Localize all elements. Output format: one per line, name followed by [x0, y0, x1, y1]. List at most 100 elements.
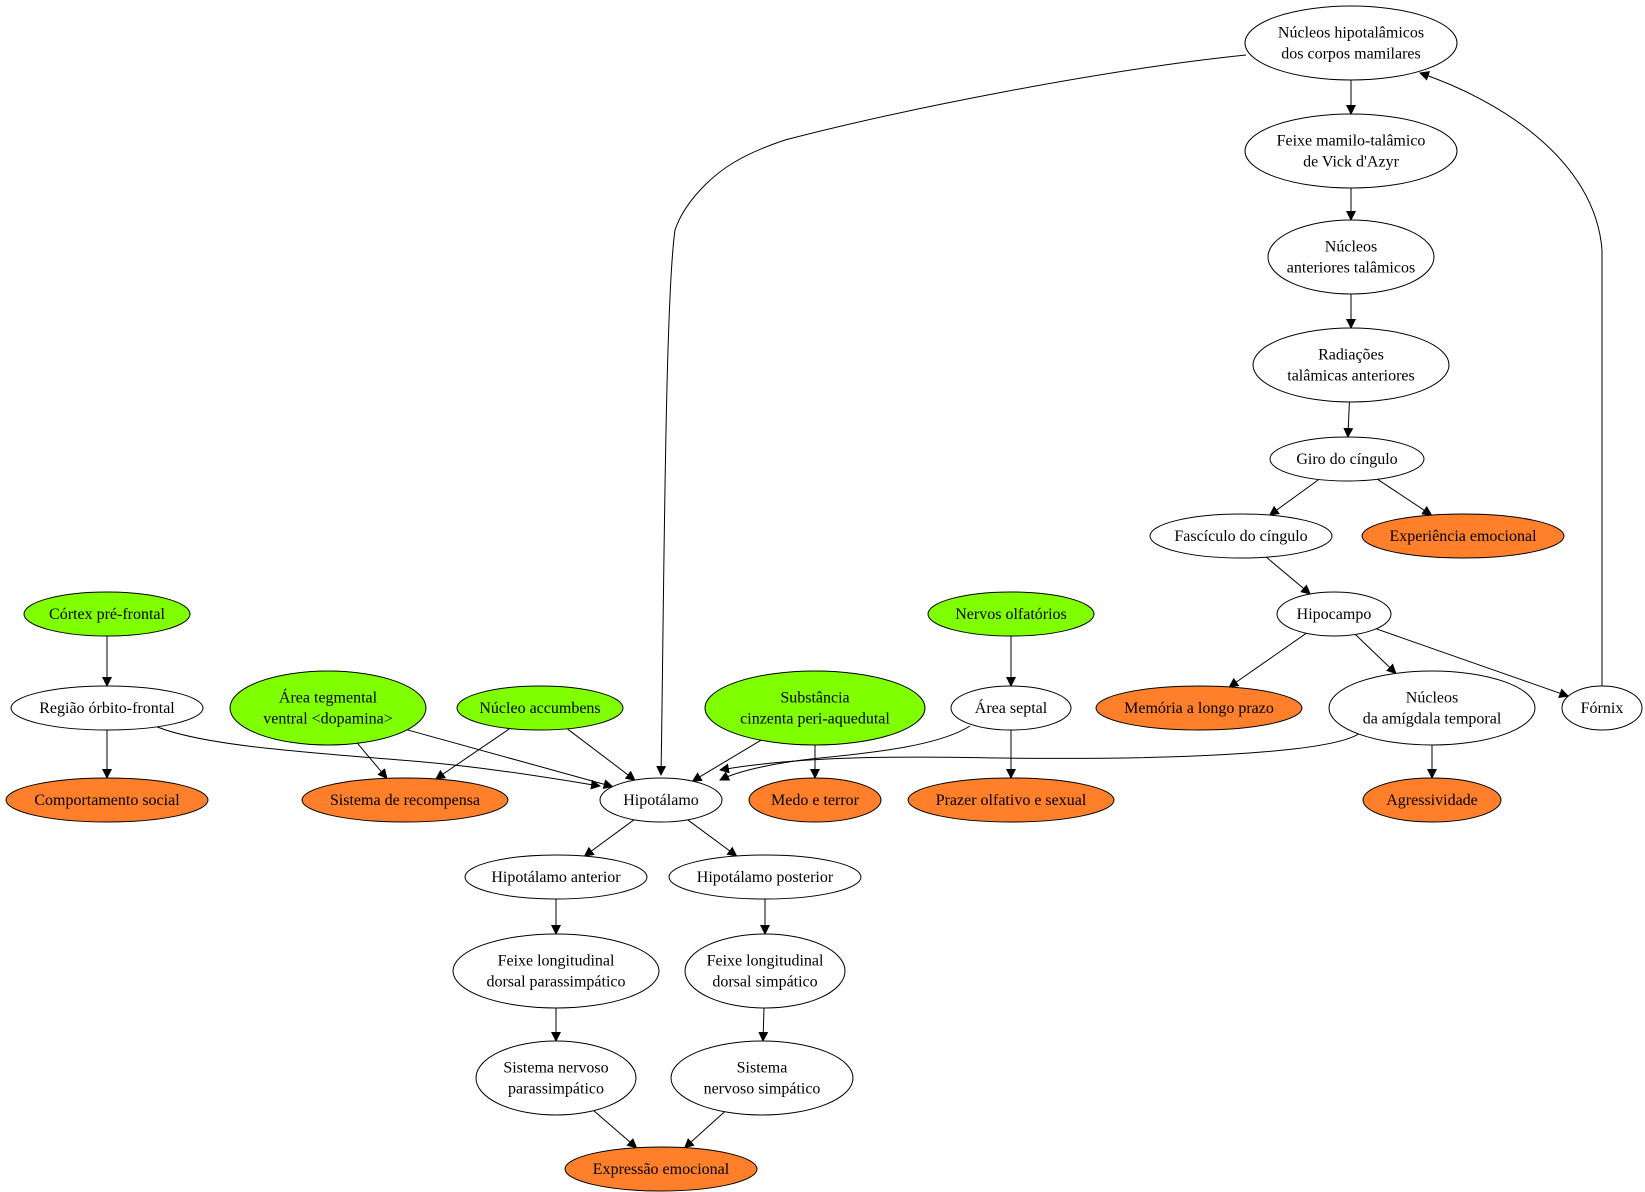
node-orbito: Região órbito-frontal — [10, 685, 204, 731]
node-hipotalamo: Hipotálamo — [599, 777, 723, 823]
edges-layer — [102, 54, 1603, 1149]
node-tegmental: Área tegmental ventral <dopamina> — [229, 670, 427, 746]
edge-orbito-to-hipotalamo — [154, 725, 601, 790]
node-ellipse — [475, 1040, 637, 1116]
node-label: Núcleos — [1406, 690, 1458, 707]
node-ellipse — [1362, 777, 1502, 823]
node-ellipse — [1328, 670, 1536, 746]
node-label: Hipotálamo — [623, 792, 699, 809]
edge-accumbens-to-hipotalamo — [566, 728, 636, 781]
node-label: Sistema de recompensa — [330, 792, 480, 809]
node-label: Giro do cíngulo — [1296, 451, 1397, 468]
node-ellipse — [1269, 436, 1425, 482]
node-label: Memória a longo prazo — [1124, 700, 1274, 717]
node-ellipse — [670, 1040, 854, 1116]
node-fasciculo: Fascículo do cíngulo — [1149, 513, 1333, 559]
node-label: parassimpático — [508, 1081, 604, 1098]
node-label: talâmicas anteriores — [1287, 368, 1415, 385]
node-label: Comportamento social — [34, 792, 180, 809]
node-ellipse — [301, 777, 509, 823]
node-ellipse — [564, 1146, 758, 1192]
node-septal: Área septal — [950, 685, 1072, 731]
node-prazer: Prazer olfativo e sexual — [907, 777, 1115, 823]
edge-fasciculo-to-hipocampo — [1265, 556, 1311, 595]
edge-hipocampo-to-amigdala — [1354, 634, 1397, 675]
node-recompensa: Sistema de recompensa — [301, 777, 509, 823]
node-olfatorios: Nervos olfatórios — [927, 591, 1095, 637]
node-hipocampo: Hipocampo — [1276, 591, 1392, 637]
node-radiacoes: Radiações talâmicas anteriores — [1252, 327, 1450, 403]
node-label: cinzenta peri-aquedutal — [740, 711, 890, 728]
node-ellipse — [456, 685, 624, 731]
node-label: Medo e terror — [771, 792, 860, 809]
node-medo: Medo e terror — [748, 777, 882, 823]
edge-fornix-to-nucleos_hipotalamicos — [1419, 71, 1603, 688]
node-expressao: Expressão emocional — [564, 1146, 758, 1192]
edge-nucleos_hipotalamicos-to-hipotalamo — [656, 54, 1247, 776]
node-ellipse — [229, 670, 427, 746]
node-ellipse — [907, 777, 1115, 823]
edge-hipocampo-to-memoria — [1228, 632, 1307, 688]
node-experiencia: Experiência emocional — [1361, 513, 1565, 559]
node-label: dorsal simpático — [712, 974, 817, 991]
node-label: ventral <dopamina> — [263, 711, 393, 728]
edge-feixe_simp-to-sn_simp — [758, 1007, 769, 1042]
edge-radiacoes-to-giro — [1343, 401, 1354, 438]
node-label: Nervos olfatórios — [955, 606, 1067, 623]
edge-tegmental-to-hipotalamo — [406, 729, 614, 790]
node-label: nervoso simpático — [704, 1081, 821, 1098]
node-ellipse — [10, 685, 204, 731]
node-comportamento: Comportamento social — [5, 777, 209, 823]
node-feixe_simp: Feixe longitudinal dorsal simpático — [684, 933, 846, 1009]
node-label: Fórnix — [1581, 700, 1624, 717]
node-ellipse — [684, 933, 846, 1009]
node-label: Núcleo accumbens — [479, 700, 600, 717]
node-label: anteriores talâmicos — [1287, 260, 1415, 277]
node-label: Feixe longitudinal — [707, 953, 824, 970]
node-label: Feixe longitudinal — [498, 953, 615, 970]
node-giro: Giro do cíngulo — [1269, 436, 1425, 482]
edge-sn_parass-to-expressao — [593, 1110, 638, 1149]
node-label: Hipotálamo anterior — [491, 869, 621, 886]
node-label: Hipocampo — [1297, 606, 1372, 623]
node-ellipse — [1561, 685, 1643, 731]
node-ellipse — [1361, 513, 1565, 559]
node-ellipse — [452, 933, 660, 1009]
node-ellipse — [1276, 591, 1392, 637]
node-ellipse — [950, 685, 1072, 731]
node-label: Fascículo do cíngulo — [1174, 528, 1307, 545]
node-label: Radiações — [1318, 347, 1384, 364]
edge-hipocampo-to-fornix — [1376, 628, 1570, 698]
node-accumbens: Núcleo accumbens — [456, 685, 624, 731]
node-label: Área tegmental — [279, 688, 378, 707]
node-label: dos corpos mamilares — [1281, 46, 1421, 63]
node-ellipse — [5, 777, 209, 823]
node-label: Expressão emocional — [593, 1161, 730, 1178]
node-ellipse — [1252, 327, 1450, 403]
edge-giro-to-experiencia — [1377, 478, 1433, 516]
edge-tegmental-to-recompensa — [357, 742, 388, 780]
edge-hipotalamo-to-hip_anterior — [583, 819, 635, 857]
edge-accumbens-to-recompensa — [434, 728, 511, 780]
node-label: Sistema nervoso — [503, 1060, 608, 1077]
edge-amigdala-to-hipotalamo — [719, 732, 1361, 774]
edge-septal-to-hipotalamo — [719, 725, 971, 781]
edge-hipotalamo-to-hip_posterior — [687, 819, 738, 857]
node-fornix: Fórnix — [1561, 685, 1643, 731]
node-ellipse — [927, 591, 1095, 637]
node-label: Agressividade — [1386, 792, 1478, 809]
node-label: dorsal parassimpático — [486, 974, 625, 991]
node-ellipse — [1267, 219, 1435, 295]
node-feixe_parass: Feixe longitudinal dorsal parassimpático — [452, 933, 660, 1009]
node-ellipse — [23, 591, 191, 637]
node-ellipse — [1244, 113, 1458, 189]
node-memoria: Memória a longo prazo — [1095, 685, 1303, 731]
node-ellipse — [748, 777, 882, 823]
node-ellipse — [464, 854, 648, 900]
